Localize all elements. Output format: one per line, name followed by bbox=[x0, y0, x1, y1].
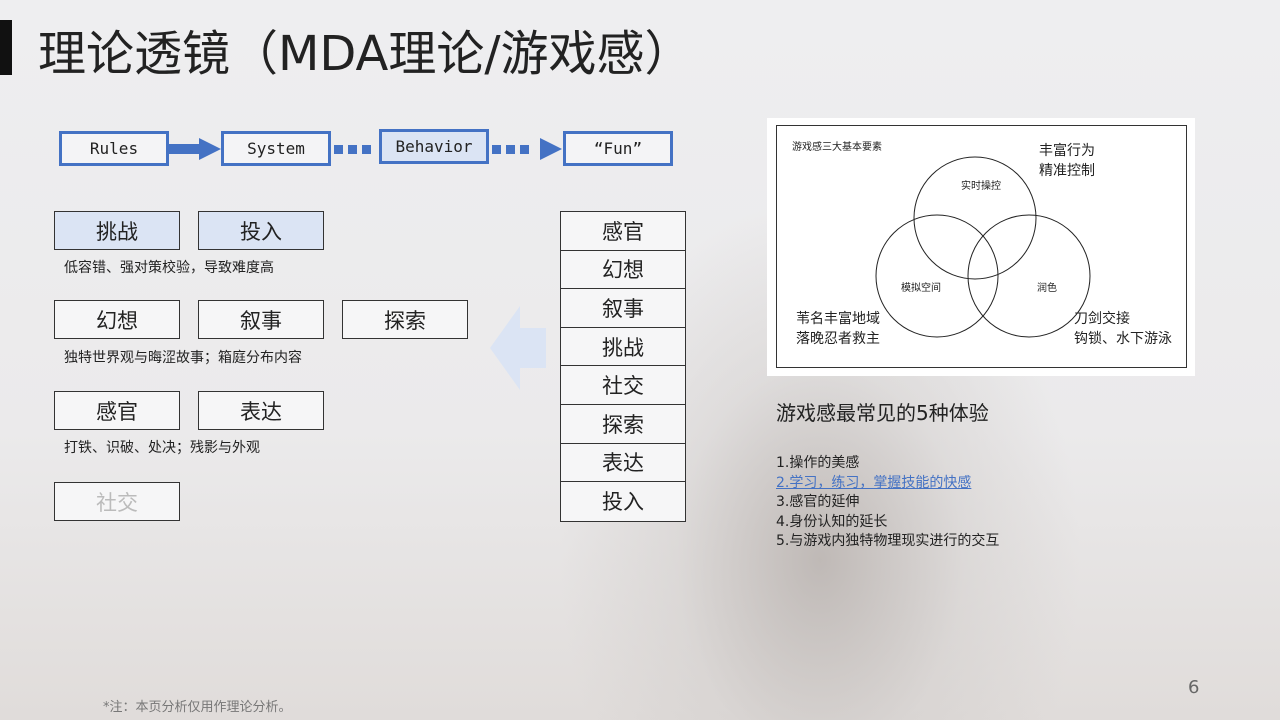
left-arrow-icon bbox=[490, 306, 546, 390]
dot bbox=[348, 145, 357, 154]
aesthetic-item: 投入 bbox=[602, 490, 644, 515]
dot bbox=[362, 145, 371, 154]
aesthetic-expression: 表达 bbox=[198, 391, 324, 430]
aesthetics-list: 感官 幻想 叙事 挑战 社交 探索 表达 投入 bbox=[560, 211, 686, 522]
dot bbox=[506, 145, 515, 154]
group-caption: 低容错、强对策校验，导致难度高 bbox=[64, 260, 274, 276]
aesthetic-submission: 投入 bbox=[198, 211, 324, 250]
flow-fun: “Fun” bbox=[563, 131, 673, 166]
dot bbox=[334, 145, 343, 154]
aesthetic-sensation: 感官 bbox=[54, 391, 180, 430]
experience-item: 1.操作的美感 bbox=[776, 455, 860, 471]
aesthetic-item: 探索 bbox=[561, 405, 685, 444]
dot bbox=[492, 145, 501, 154]
flow-rules: Rules bbox=[59, 131, 169, 166]
page-number: 6 bbox=[1188, 677, 1200, 698]
arrow-shaft bbox=[169, 144, 201, 154]
aesthetic-item: 叙事 bbox=[561, 289, 685, 328]
arrow-head-icon bbox=[540, 138, 562, 160]
experience-item: 4.身份认知的延长 bbox=[776, 513, 888, 530]
venn-circles bbox=[875, 156, 1091, 338]
aesthetic-fantasy: 幻想 bbox=[54, 300, 180, 339]
experience-item-link[interactable]: 2.学习，练习，掌握技能的快感 bbox=[776, 474, 972, 491]
venn-note: 苇名丰富地域落晚忍者救主 bbox=[796, 311, 880, 347]
footnote: *注：本页分析仅用作理论分析。 bbox=[103, 700, 292, 715]
venn-circle-label: 实时操控 bbox=[961, 181, 1001, 192]
arrow-head-icon bbox=[199, 138, 221, 160]
title-accent-bar bbox=[0, 20, 12, 75]
aesthetic-fellowship: 社交 bbox=[54, 482, 180, 521]
aesthetic-item: 幻想 bbox=[561, 251, 685, 290]
page-title: 理论透镜（MDA理论/游戏感） bbox=[38, 26, 693, 82]
aesthetic-narrative: 叙事 bbox=[198, 300, 324, 339]
experience-heading: 游戏感最常见的5种体验 bbox=[776, 401, 989, 425]
venn-note: 丰富行为精准控制 bbox=[1039, 143, 1095, 179]
venn-title: 游戏感三大基本要素 bbox=[792, 142, 882, 153]
flow-behavior: Behavior bbox=[379, 129, 489, 164]
aesthetic-item: 社交 bbox=[561, 366, 685, 405]
experience-list: 1.操作的美感 2.学习，练习，掌握技能的快感 3.感官的延伸 4.身份认知的延… bbox=[776, 454, 999, 552]
aesthetic-item: 感官 bbox=[561, 212, 685, 251]
group-caption: 打铁、识破、处决；残影与外观 bbox=[64, 440, 260, 456]
group-caption: 独特世界观与晦涩故事；箱庭分布内容 bbox=[64, 350, 302, 366]
aesthetic-discovery: 探索 bbox=[342, 300, 468, 339]
experience-item: 3.感官的延伸 bbox=[776, 494, 860, 510]
venn-circle-label: 模拟空间 bbox=[901, 283, 941, 294]
venn-circle-label: 润色 bbox=[1037, 283, 1057, 294]
aesthetic-item: 挑战 bbox=[561, 328, 685, 367]
experience-item: 5.与游戏内独特物理现实进行的交互 bbox=[776, 533, 1000, 549]
aesthetic-item: 表达 bbox=[561, 444, 685, 483]
flow-system: System bbox=[221, 131, 331, 166]
aesthetic-challenge: 挑战 bbox=[54, 211, 180, 250]
venn-note: 刀剑交接钩锁、水下游泳 bbox=[1074, 311, 1172, 347]
venn-diagram: 游戏感三大基本要素 实时操控 模拟空间 润色 丰富行为精准控制 苇名丰富地域落晚… bbox=[767, 118, 1195, 376]
dot bbox=[520, 145, 529, 154]
